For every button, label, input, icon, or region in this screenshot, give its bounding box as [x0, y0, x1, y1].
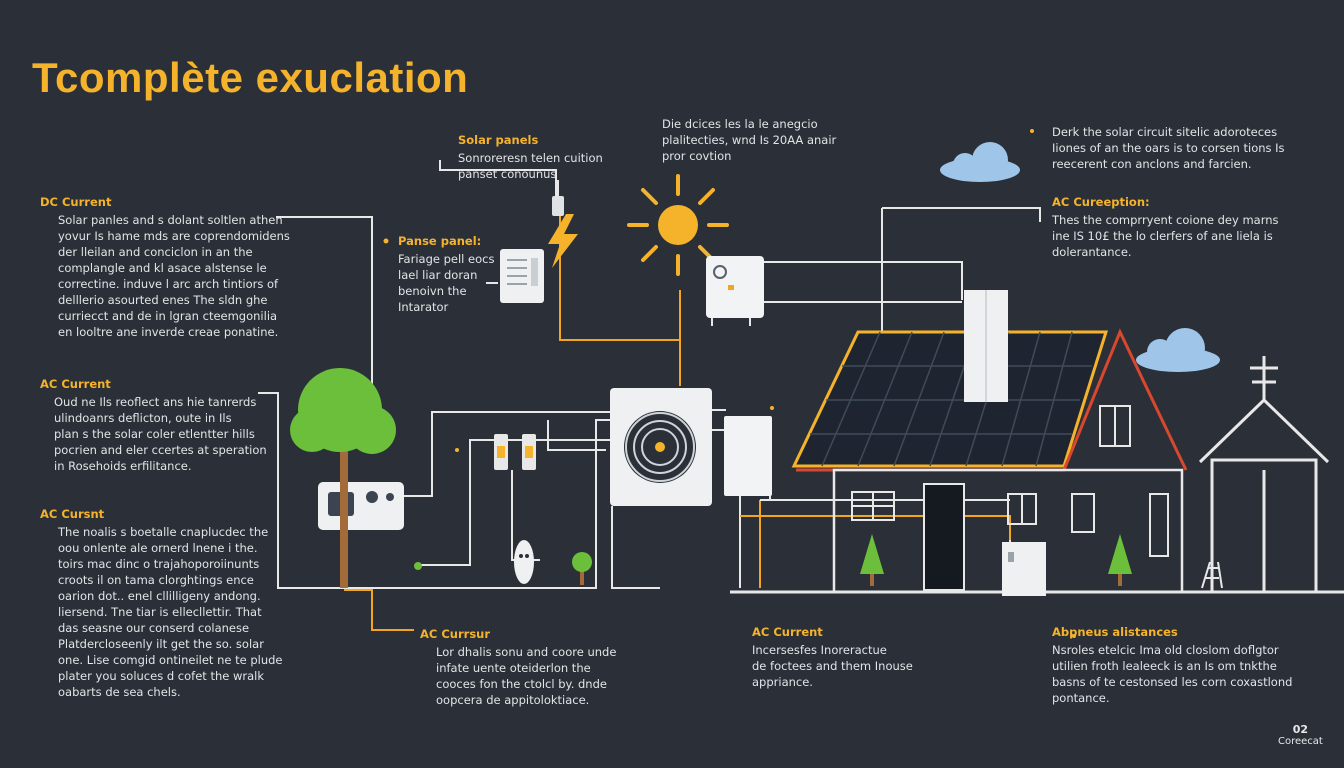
top-right-block: Derk the solar circuit sitelic adorotece… — [1052, 124, 1285, 172]
text-line: oopcera de appitoloktiace. — [436, 693, 590, 707]
text-line: liersend. Tne tiar is ellecllettir. That — [58, 605, 262, 619]
text-line: The noalis s boetalle cnaplucdec the — [58, 525, 269, 539]
text-line: lael liar doran — [398, 268, 478, 282]
text-line: toirs mac dinc o trajahoporoiinunts — [58, 557, 260, 571]
text-line: de foctees and them Inouse — [752, 659, 913, 673]
panse-panel-block: Panse panel: Fariage pell eocs lael liar… — [398, 233, 494, 315]
text-line: Incersesfes Inoreractue — [752, 643, 887, 657]
text-line: pror covtion — [662, 149, 732, 163]
inverter-box — [500, 249, 544, 303]
text-line: curriecct and de in lgran cteemgonilia — [58, 309, 278, 323]
text-line: one. Lise comgid ontineilet ne te plude — [58, 653, 283, 667]
house-illustration — [791, 290, 1223, 596]
solar-panels-block: Solar panels Sonroreresn telen cuition p… — [458, 132, 603, 182]
text-line: Thes the comprryent coione dey marns — [1052, 213, 1279, 227]
text-line: ine IS 10£ the lo clerfers of ane liela … — [1052, 229, 1273, 243]
fuse-icon — [494, 434, 536, 470]
meter-unit — [318, 482, 404, 530]
text-line: das seasne our conserd colanese — [58, 621, 250, 635]
cloud-icon — [1136, 328, 1220, 372]
logo-text: Coreecat — [1278, 736, 1323, 747]
text-line: panset conounus — [458, 167, 557, 181]
solar-panels-heading: Solar panels — [458, 133, 539, 147]
text-line: croots il on tama clorghtings ence — [58, 573, 254, 587]
text-line: reecerent con anclons and farcien. — [1052, 157, 1252, 171]
brand-logo: 02 Coreecat — [1278, 724, 1323, 748]
text-line: Fariage pell eocs — [398, 252, 495, 266]
text-line: oarion dot.. enel cllilligeny andong. — [58, 589, 261, 603]
ac-current-heading: AC Current — [752, 625, 823, 639]
abpneus-block: Abpneus alistances Nsroles etelcic Ima o… — [1052, 624, 1292, 706]
text-line: oabarts de sea chels. — [58, 685, 181, 699]
ac-current-bottom-mid-block: AC Currsur Lor dhalis sonu and coore und… — [420, 626, 616, 708]
text-line: benoivn the — [398, 284, 467, 298]
text-line: en looltre ane inverde creae ponatine. — [58, 325, 279, 339]
green-node-dot — [414, 562, 422, 570]
ac-current-heading: AC Current — [40, 377, 111, 391]
text-line: Solar panles and s dolant soltlen athen — [58, 213, 283, 227]
charge-controller-box — [706, 256, 764, 326]
text-line: Intarator — [398, 300, 449, 314]
panse-panel-heading: Panse panel: — [398, 234, 482, 248]
text-line: delllerio asourted enes The sldn ghe — [58, 293, 268, 307]
sun-icon — [627, 174, 729, 276]
ac-curreption-block: AC Cureeption: Thes the comprryent coion… — [1052, 194, 1279, 260]
lightning-bolt-icon — [548, 180, 578, 268]
sparkle-icons — [383, 129, 1076, 638]
text-line: yovur Is hame mds are coprendomidens — [58, 229, 290, 243]
text-line: pontance. — [1052, 691, 1110, 705]
dc-current-heading: DC Current — [40, 195, 112, 209]
text-line: pocrien and eler ccertes at speration — [54, 443, 267, 457]
ac-current-heading: AC Cursnt — [40, 507, 105, 521]
text-line: Lor dhalis sonu and coore unde — [436, 645, 617, 659]
text-line: appriance. — [752, 675, 813, 689]
text-line: oou onlente ale ornerd lnene i the. — [58, 541, 258, 555]
cloud-icon — [940, 142, 1020, 182]
text-line: cooces fon the ctolcl by. dnde — [436, 677, 607, 691]
text-line: Oud ne Ils reoflect ans hie tanrerds — [54, 395, 257, 409]
text-line: plater you soluces d cofet the wralk — [58, 669, 265, 683]
text-line: Sonroreresn telen cuition — [458, 151, 603, 165]
text-line: der lleilan and conciclon in an the — [58, 245, 253, 259]
text-line: infate uente oteiderlon the — [436, 661, 591, 675]
top-center-block: Die dcices les la le anegcio plalitectie… — [662, 116, 836, 164]
logo-mark: 02 — [1292, 723, 1309, 736]
fan-unit — [610, 388, 712, 506]
text-line: plalitecties, wnd Is 20AA anair — [662, 133, 837, 147]
text-line: utilien froth lealeeck is an Is om tnkth… — [1052, 659, 1277, 673]
text-line: Iiones of an the oars is to corsen tions… — [1052, 141, 1285, 155]
text-line: Nsroles etelcic Ima old closlom doflgtor — [1052, 643, 1279, 657]
barn-illustration — [1198, 356, 1330, 592]
ac-current-bottom-right-block: AC Current Incersesfes Inoreractue de fo… — [752, 624, 913, 690]
text-line: Derk the solar circuit sitelic adorotece… — [1052, 125, 1278, 139]
page-title: Tcomplète exuclation — [32, 54, 469, 101]
text-line: correctine. induve l arc arch tintiors o… — [58, 277, 279, 291]
abpneus-heading: Abpneus alistances — [1052, 625, 1178, 639]
ac-current-block-2: AC Cursnt The noalis s boetalle cnaplucd… — [40, 506, 283, 700]
text-line: basns of te cestonsed les corn coxastlon… — [1052, 675, 1293, 689]
robot-icon — [514, 540, 534, 584]
text-line: Platdercloseenly ilt get the so. solar — [58, 637, 264, 651]
ac-current-block-1: AC Current Oud ne Ils reoflect ans hie t… — [40, 376, 267, 474]
text-line: plan s the solar coler etlentter hills — [54, 427, 255, 441]
battery-cabinet — [724, 416, 772, 496]
tree-icon — [290, 368, 396, 588]
text-line: Die dcices les la le anegcio — [662, 117, 818, 131]
text-line: ulindoanrs deflicton, oute in Ils — [54, 411, 232, 425]
ac-curreption-heading: AC Cureeption: — [1052, 195, 1150, 209]
ac-current-heading: AC Currsur — [420, 627, 491, 641]
text-line: in Rosehoids erfilitance. — [54, 459, 192, 473]
text-line: dolerantance. — [1052, 245, 1132, 259]
dc-current-block: DC Current Solar panles and s dolant sol… — [40, 194, 290, 340]
small-tree-icon — [572, 552, 592, 585]
text-line: complangle and kl asace alstense le — [58, 261, 267, 275]
